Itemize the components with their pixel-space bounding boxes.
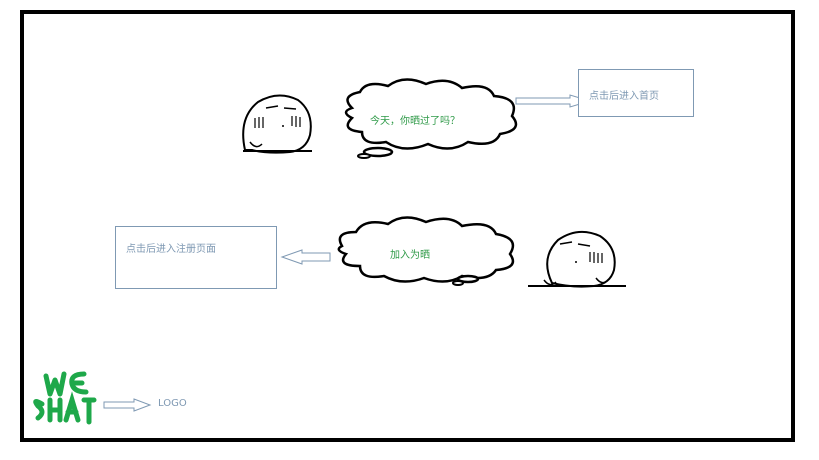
register-link-label: 点击后进入注册页面: [126, 244, 216, 255]
home-link-box[interactable]: 点击后进入首页: [578, 69, 694, 117]
thought-bubble-icon: [344, 78, 518, 159]
bubble-bottom-text: 加入为晒: [390, 250, 430, 261]
outline-arrow-icon: [103, 398, 152, 412]
cartoon-face-icon: [528, 230, 626, 288]
home-link-label: 点击后进入首页: [589, 91, 659, 102]
logo-mark: [33, 371, 97, 425]
outline-arrow-icon: [280, 249, 331, 265]
logo-label: LOGO: [158, 398, 187, 409]
cartoon-face-icon: [242, 94, 312, 154]
bubble-top-text: 今天，你晒过了吗？: [370, 116, 460, 127]
register-link-box[interactable]: 点击后进入注册页面: [115, 226, 277, 289]
thought-bubble-icon: [337, 216, 515, 286]
